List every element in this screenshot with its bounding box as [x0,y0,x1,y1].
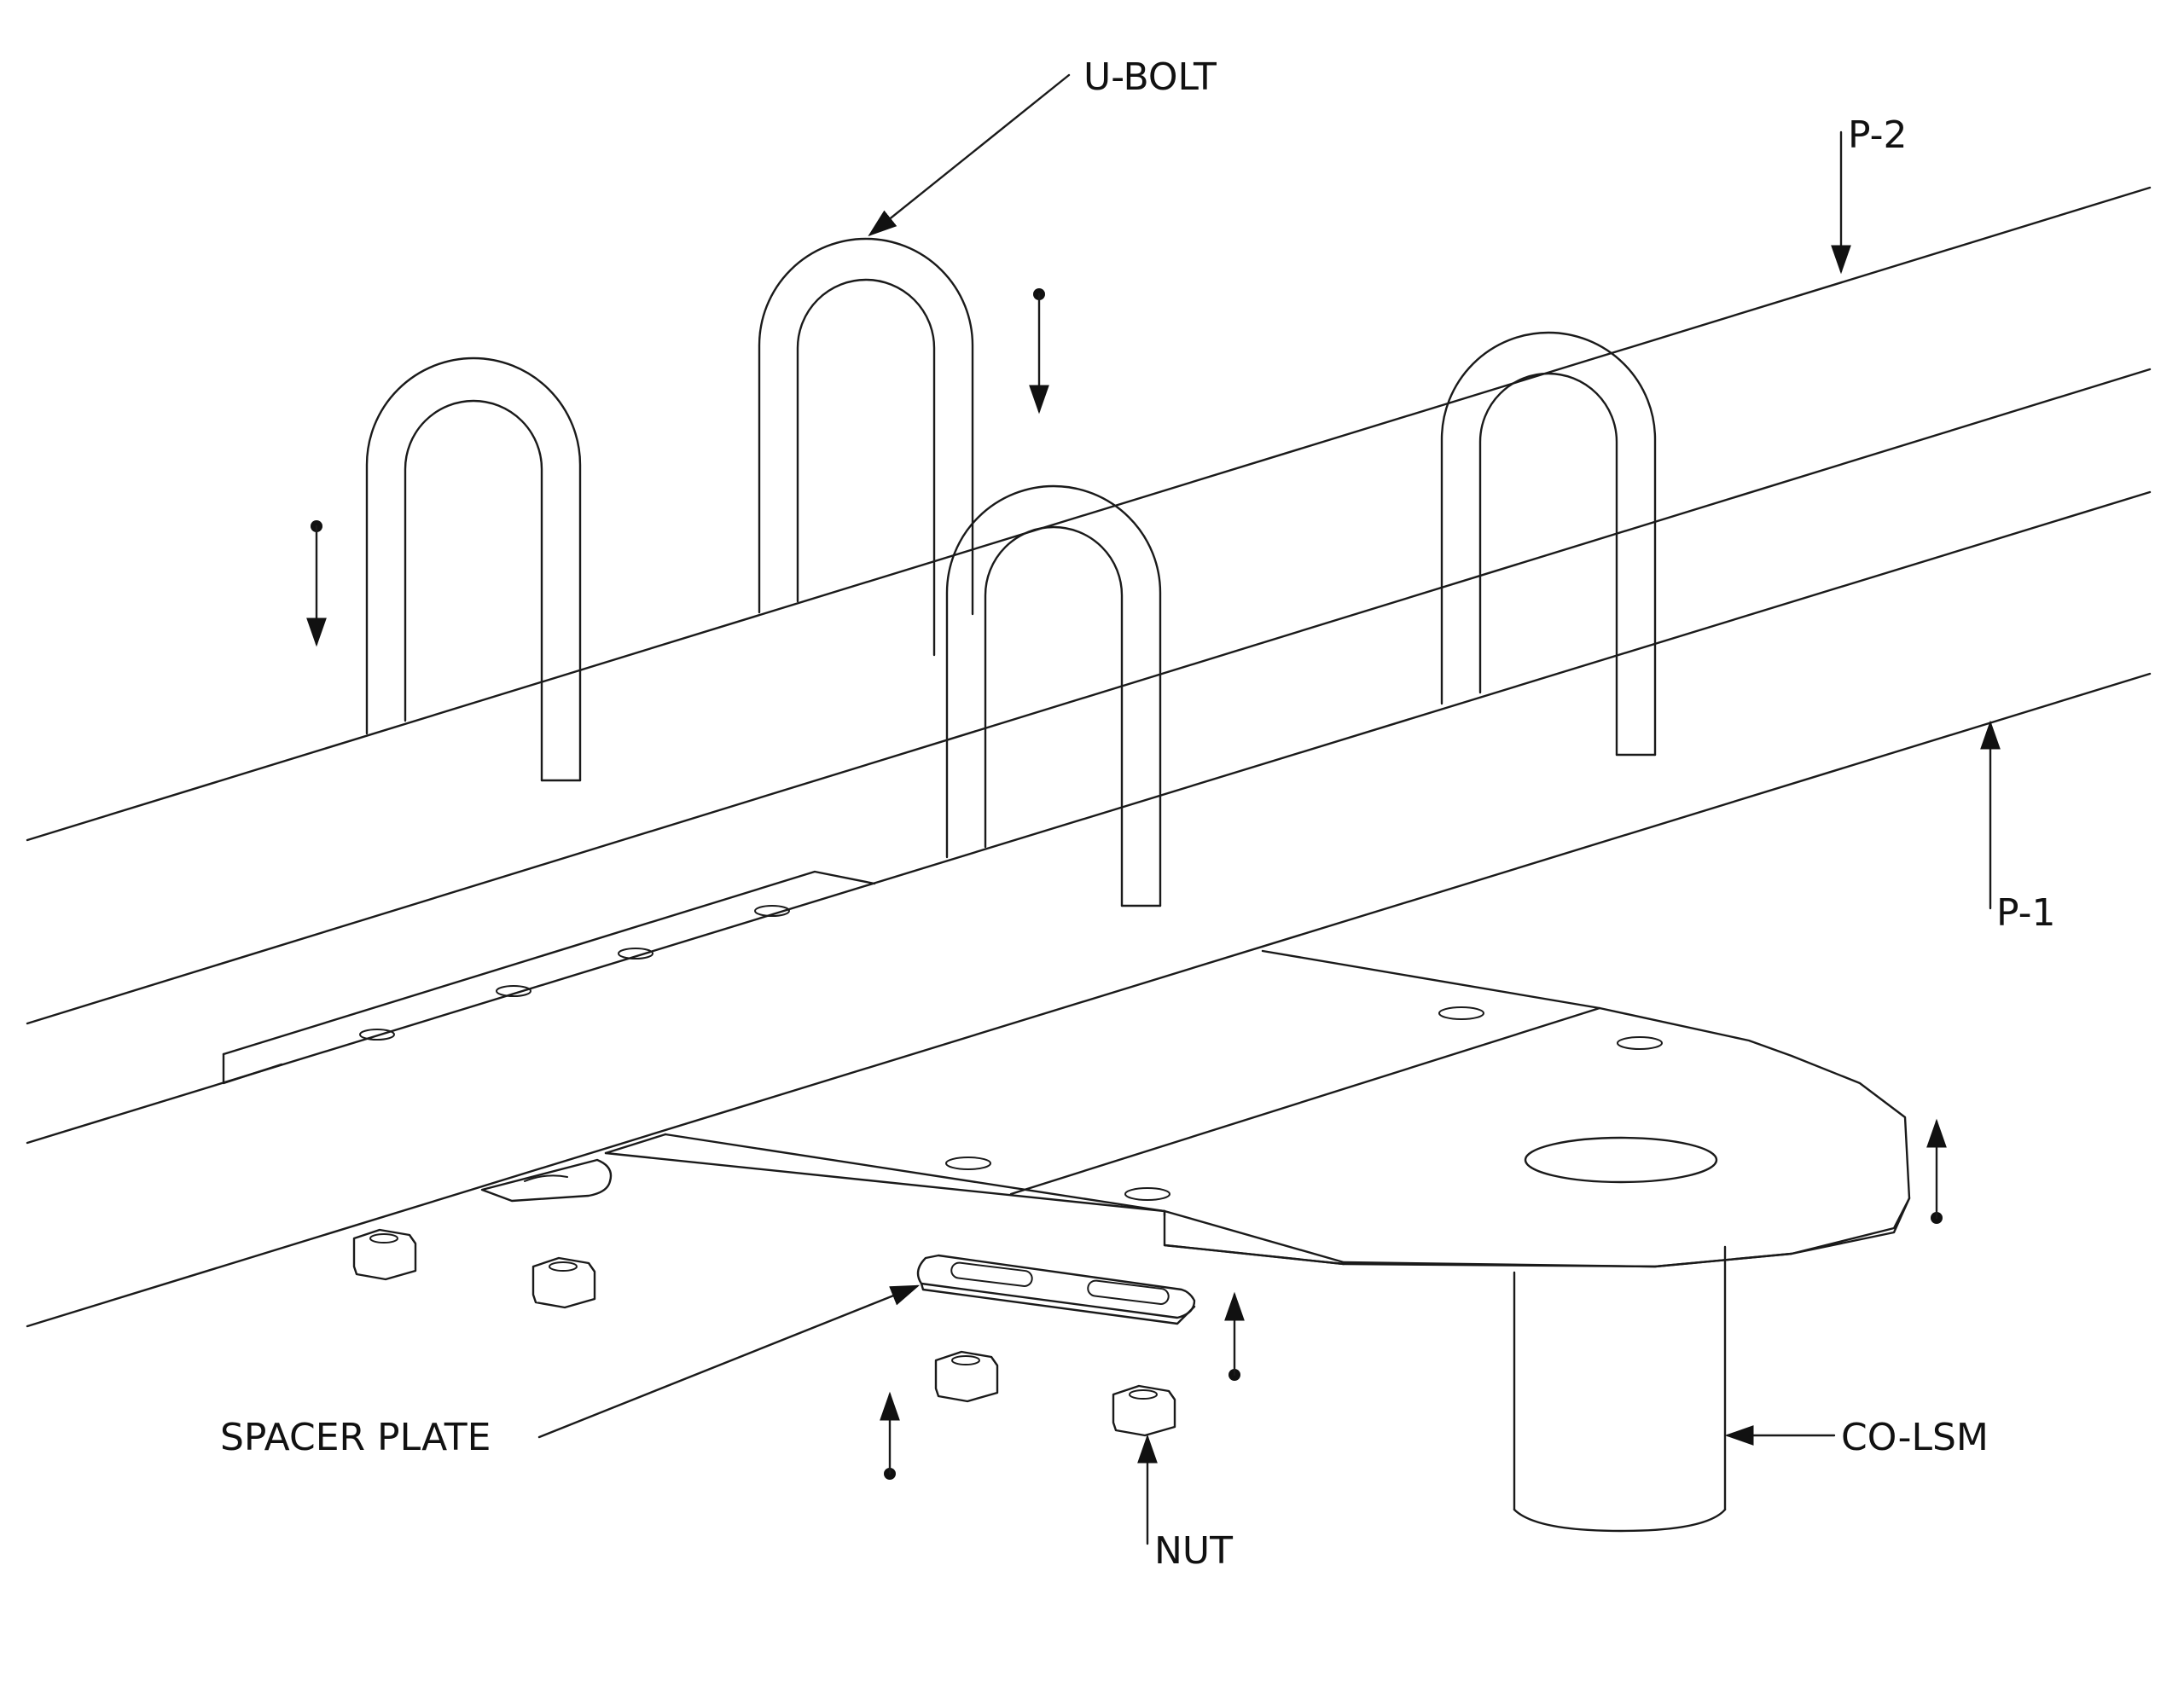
label-u-bolt: U-BOLT [1083,55,1217,99]
u-bolt-3 [945,484,1162,907]
leader-spacer-plate [537,1284,921,1439]
nut-4 [1112,1384,1176,1437]
spacer-plate-back [480,1158,613,1203]
rail-p1 [26,490,2152,1328]
label-p1: P-1 [1996,891,2055,935]
motion-arrow-up-2 [1224,1291,1245,1381]
motion-arrow-down-1 [306,520,327,647]
nut-2 [531,1256,596,1309]
column-post [1513,1245,1727,1533]
nut-1 [352,1228,417,1281]
label-co-lsm: CO-LSM [1841,1416,1989,1459]
label-nut: NUT [1154,1529,1233,1573]
u-bolt-2 [758,237,974,657]
leader-u-bolt [868,73,1071,237]
motion-arrow-up-1 [1926,1118,1947,1224]
label-p2: P-2 [1848,113,1907,157]
u-bolt-1 [365,357,582,782]
nut-3 [934,1350,999,1403]
motion-arrow-down-2 [1029,288,1049,415]
base-plate [604,949,1911,1268]
spacer-plate-front [916,1254,1196,1325]
u-bolt-4 [1440,331,1657,757]
back-plate [222,870,876,1085]
rail-p2 [26,186,2152,1025]
motion-arrow-up-3 [880,1391,900,1480]
label-spacer-plate: SPACER PLATE [220,1416,491,1459]
